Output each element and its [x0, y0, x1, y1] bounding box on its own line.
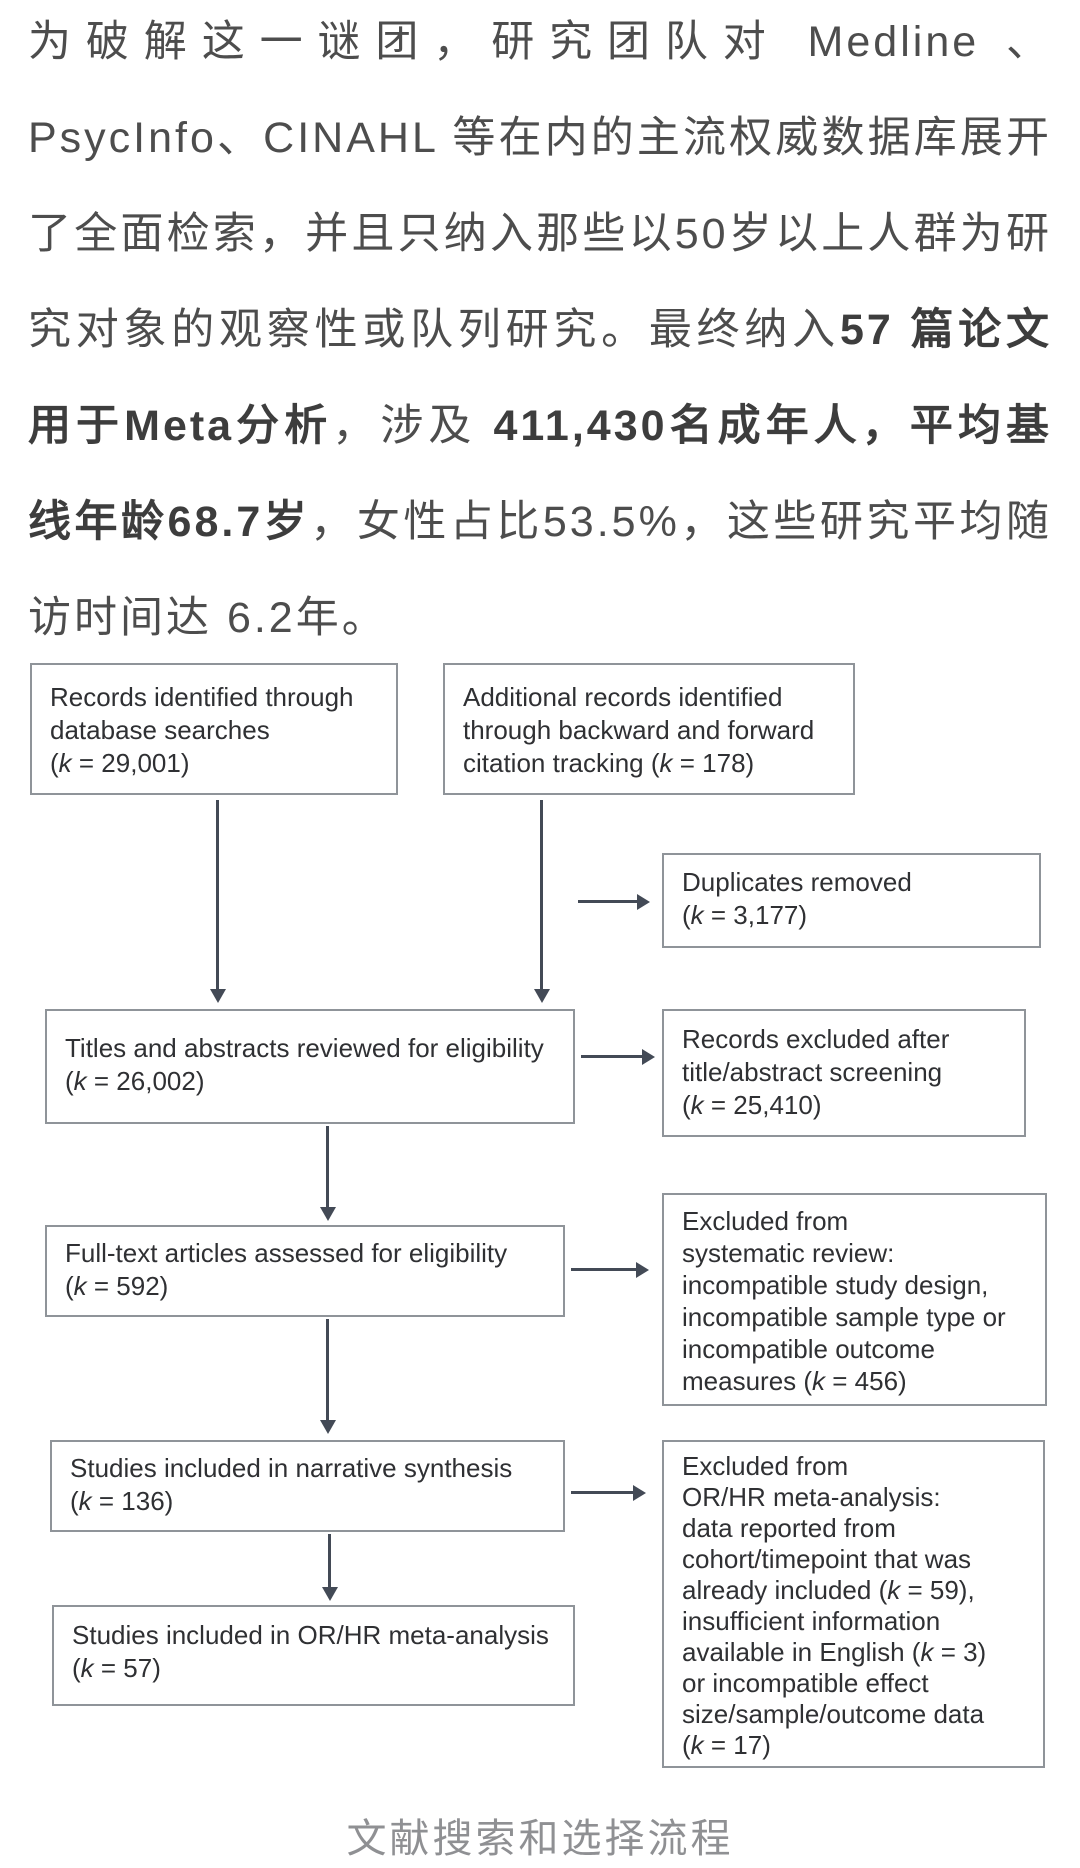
box-line: OR/HR meta-analysis: [682, 1482, 941, 1512]
right-arrow-titles-excluded [581, 1055, 643, 1058]
box-line: (k = 136) [70, 1486, 174, 1516]
flow-box-narrative-synthesis: Studies included in narrative synthesis(… [50, 1440, 565, 1532]
box-line: (k = 57) [72, 1653, 161, 1683]
flow-box-meta-analysis-included: Studies included in OR/HR meta-analysis(… [52, 1605, 575, 1706]
box-line: cohort/timepoint that was [682, 1544, 972, 1574]
box-line: citation tracking (k = 178) [463, 748, 755, 778]
intro-text-segment-3: ，女性占比53.5%，这些研究平均随访时间达 6.2年。 [28, 498, 1052, 642]
box-line: systematic review: [682, 1238, 895, 1268]
down-arrow-fulltext-to-narrative [326, 1319, 329, 1421]
box-line: Records excluded after [682, 1024, 950, 1054]
box-line: Studies included in narrative synthesis [70, 1453, 513, 1483]
flow-box-fulltext-assessed: Full-text articles assessed for eligibil… [45, 1225, 565, 1317]
box-line: available in English (k = 3) [682, 1637, 987, 1667]
flow-box-titles-abstracts-reviewed: Titles and abstracts reviewed for eligib… [45, 1009, 575, 1124]
box-line: insufficient information [682, 1606, 941, 1636]
box-line: (k = 29,001) [50, 748, 190, 778]
box-line: (k = 26,002) [65, 1066, 205, 1096]
box-line: Additional records identified [463, 682, 783, 712]
box-line: Duplicates removed [682, 867, 912, 897]
intro-text-segment-1: 为破解这一谜团，研究团队对 Medline 、PsycInfo、CINAHL 等… [28, 18, 1052, 354]
box-line: size/sample/outcome data [682, 1699, 985, 1729]
box-line: (k = 17) [682, 1730, 771, 1760]
down-arrow-titles-to-fulltext [326, 1126, 329, 1208]
figure-caption: 文献搜索和选择流程 [346, 1817, 734, 1861]
box-line: or incompatible effect [682, 1668, 929, 1698]
flow-box-duplicates-removed: Duplicates removed(k = 3,177) [662, 853, 1041, 948]
box-line: incompatible study design, [682, 1270, 989, 1300]
box-line: incompatible sample type or [682, 1302, 1006, 1332]
box-line: measures (k = 456) [682, 1366, 907, 1396]
down-arrow-records-to-titles [216, 800, 219, 990]
intro-bold-segment-1: 57 篇论文用于Meta分析 [28, 306, 1052, 450]
box-line: Excluded from [682, 1451, 849, 1481]
box-line: Records identified through [50, 682, 354, 712]
box-line: title/abstract screening [682, 1057, 943, 1087]
intro-bold-segment-2: 411,430名成年人，平均基线年龄68.7岁 [28, 402, 1053, 546]
box-line: Studies included in OR/HR meta-analysis [72, 1620, 549, 1650]
box-line: already included (k = 59), [682, 1575, 975, 1605]
intro-text-segment-2: ，涉及 [332, 402, 494, 450]
box-line: (k = 25,410) [682, 1090, 822, 1120]
right-arrow-narrative-excluded [571, 1491, 634, 1494]
right-arrow-fulltext-excluded [571, 1268, 637, 1271]
box-line: data reported from [682, 1513, 896, 1543]
box-line: Titles and abstracts reviewed for eligib… [65, 1033, 544, 1063]
box-line: Excluded from [682, 1206, 849, 1236]
box-line: through backward and forward [463, 715, 815, 745]
down-arrow-additional-to-titles [540, 800, 543, 990]
right-arrow-duplicates [578, 900, 638, 903]
box-line: (k = 3,177) [682, 900, 808, 930]
box-line: database searches [50, 715, 270, 745]
box-line: Full-text articles assessed for eligibil… [65, 1238, 508, 1268]
box-line: incompatible outcome [682, 1334, 935, 1364]
box-line: (k = 592) [65, 1271, 169, 1301]
intro-paragraph: 为破解这一谜团，研究团队对 Medline 、PsycInfo、CINAHL 等… [28, 0, 1052, 666]
down-arrow-narrative-to-meta [328, 1534, 331, 1588]
